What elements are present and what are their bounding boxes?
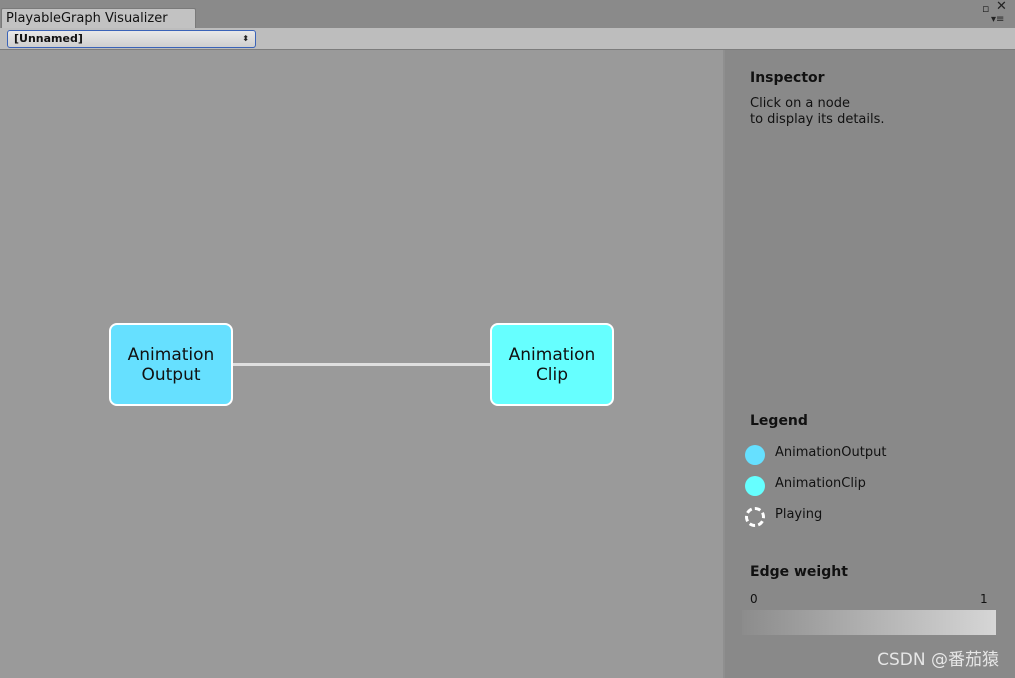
dropdown-arrow-icon: ⬍ bbox=[242, 34, 249, 43]
toolbar: [Unnamed] ⬍ bbox=[0, 28, 1015, 50]
legend-animation-clip-label: AnimationClip bbox=[775, 476, 866, 491]
menu-icon[interactable]: ▾≡ bbox=[991, 14, 1005, 25]
inspector-hint-line1: Click on a node bbox=[750, 96, 850, 111]
node-animation-clip[interactable]: Animation Clip bbox=[490, 323, 614, 406]
edge-weight-max: 1 bbox=[980, 592, 988, 606]
edge-weight-min: 0 bbox=[750, 592, 758, 606]
edge-weight-title: Edge weight bbox=[750, 564, 848, 580]
inspector-panel: Inspector Click on a node to display its… bbox=[725, 50, 1015, 678]
node-label: Animation Output bbox=[127, 344, 215, 385]
panel-divider[interactable] bbox=[723, 50, 725, 678]
watermark: CSDN @番茄猿 bbox=[877, 650, 999, 670]
legend-animation-output-swatch bbox=[745, 445, 765, 465]
legend-animation-output-label: AnimationOutput bbox=[775, 445, 887, 460]
tab-playablegraph-visualizer[interactable]: PlayableGraph Visualizer bbox=[1, 8, 196, 28]
node-label: Animation Clip bbox=[508, 344, 596, 385]
graph-edge[interactable] bbox=[233, 363, 491, 366]
inspector-hint-line2: to display its details. bbox=[750, 112, 885, 127]
node-animation-output[interactable]: Animation Output bbox=[109, 323, 233, 406]
window-titlebar: PlayableGraph Visualizer ▫ ✕ ▾≡ bbox=[0, 0, 1015, 28]
legend-playing-swatch bbox=[745, 507, 765, 527]
legend-animation-clip-swatch bbox=[745, 476, 765, 496]
graph-select-value: [Unnamed] bbox=[14, 32, 83, 45]
close-icon[interactable]: ✕ bbox=[996, 0, 1007, 14]
legend-playing-label: Playing bbox=[775, 507, 823, 522]
graph-select-dropdown[interactable]: [Unnamed] ⬍ bbox=[7, 30, 256, 48]
legend-title: Legend bbox=[750, 413, 808, 429]
maximize-icon[interactable]: ▫ bbox=[982, 2, 990, 15]
inspector-title: Inspector bbox=[750, 70, 825, 86]
edge-weight-gradient bbox=[742, 610, 996, 635]
graph-canvas[interactable]: Animation Output Animation Clip bbox=[0, 50, 724, 678]
